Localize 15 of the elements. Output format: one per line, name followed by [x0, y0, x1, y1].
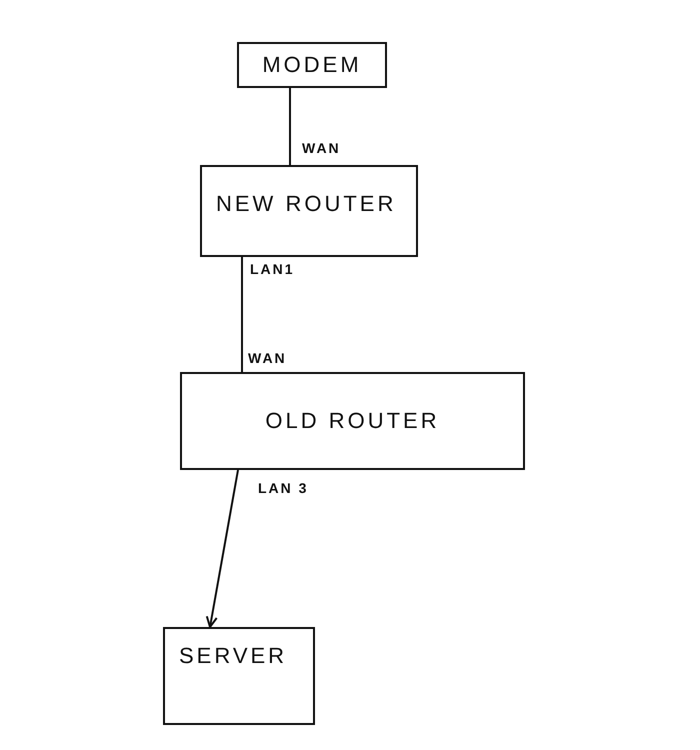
device-name: OLD ROUTER: [265, 408, 440, 434]
device-box: [163, 627, 315, 725]
device-name: SERVER: [179, 643, 288, 669]
port-label: WAN: [248, 350, 287, 366]
connector-line: [241, 257, 243, 372]
arrow: [206, 470, 239, 628]
device-box: [180, 372, 525, 470]
device-name: MODEM: [262, 52, 362, 78]
port-label: LAN 3: [258, 480, 308, 496]
port-label: LAN1: [250, 261, 295, 277]
connector-line: [289, 88, 291, 165]
device-box: [200, 165, 418, 257]
device-name: NEW ROUTER: [216, 191, 396, 217]
device-box: [237, 42, 387, 88]
port-label: WAN: [302, 140, 341, 156]
